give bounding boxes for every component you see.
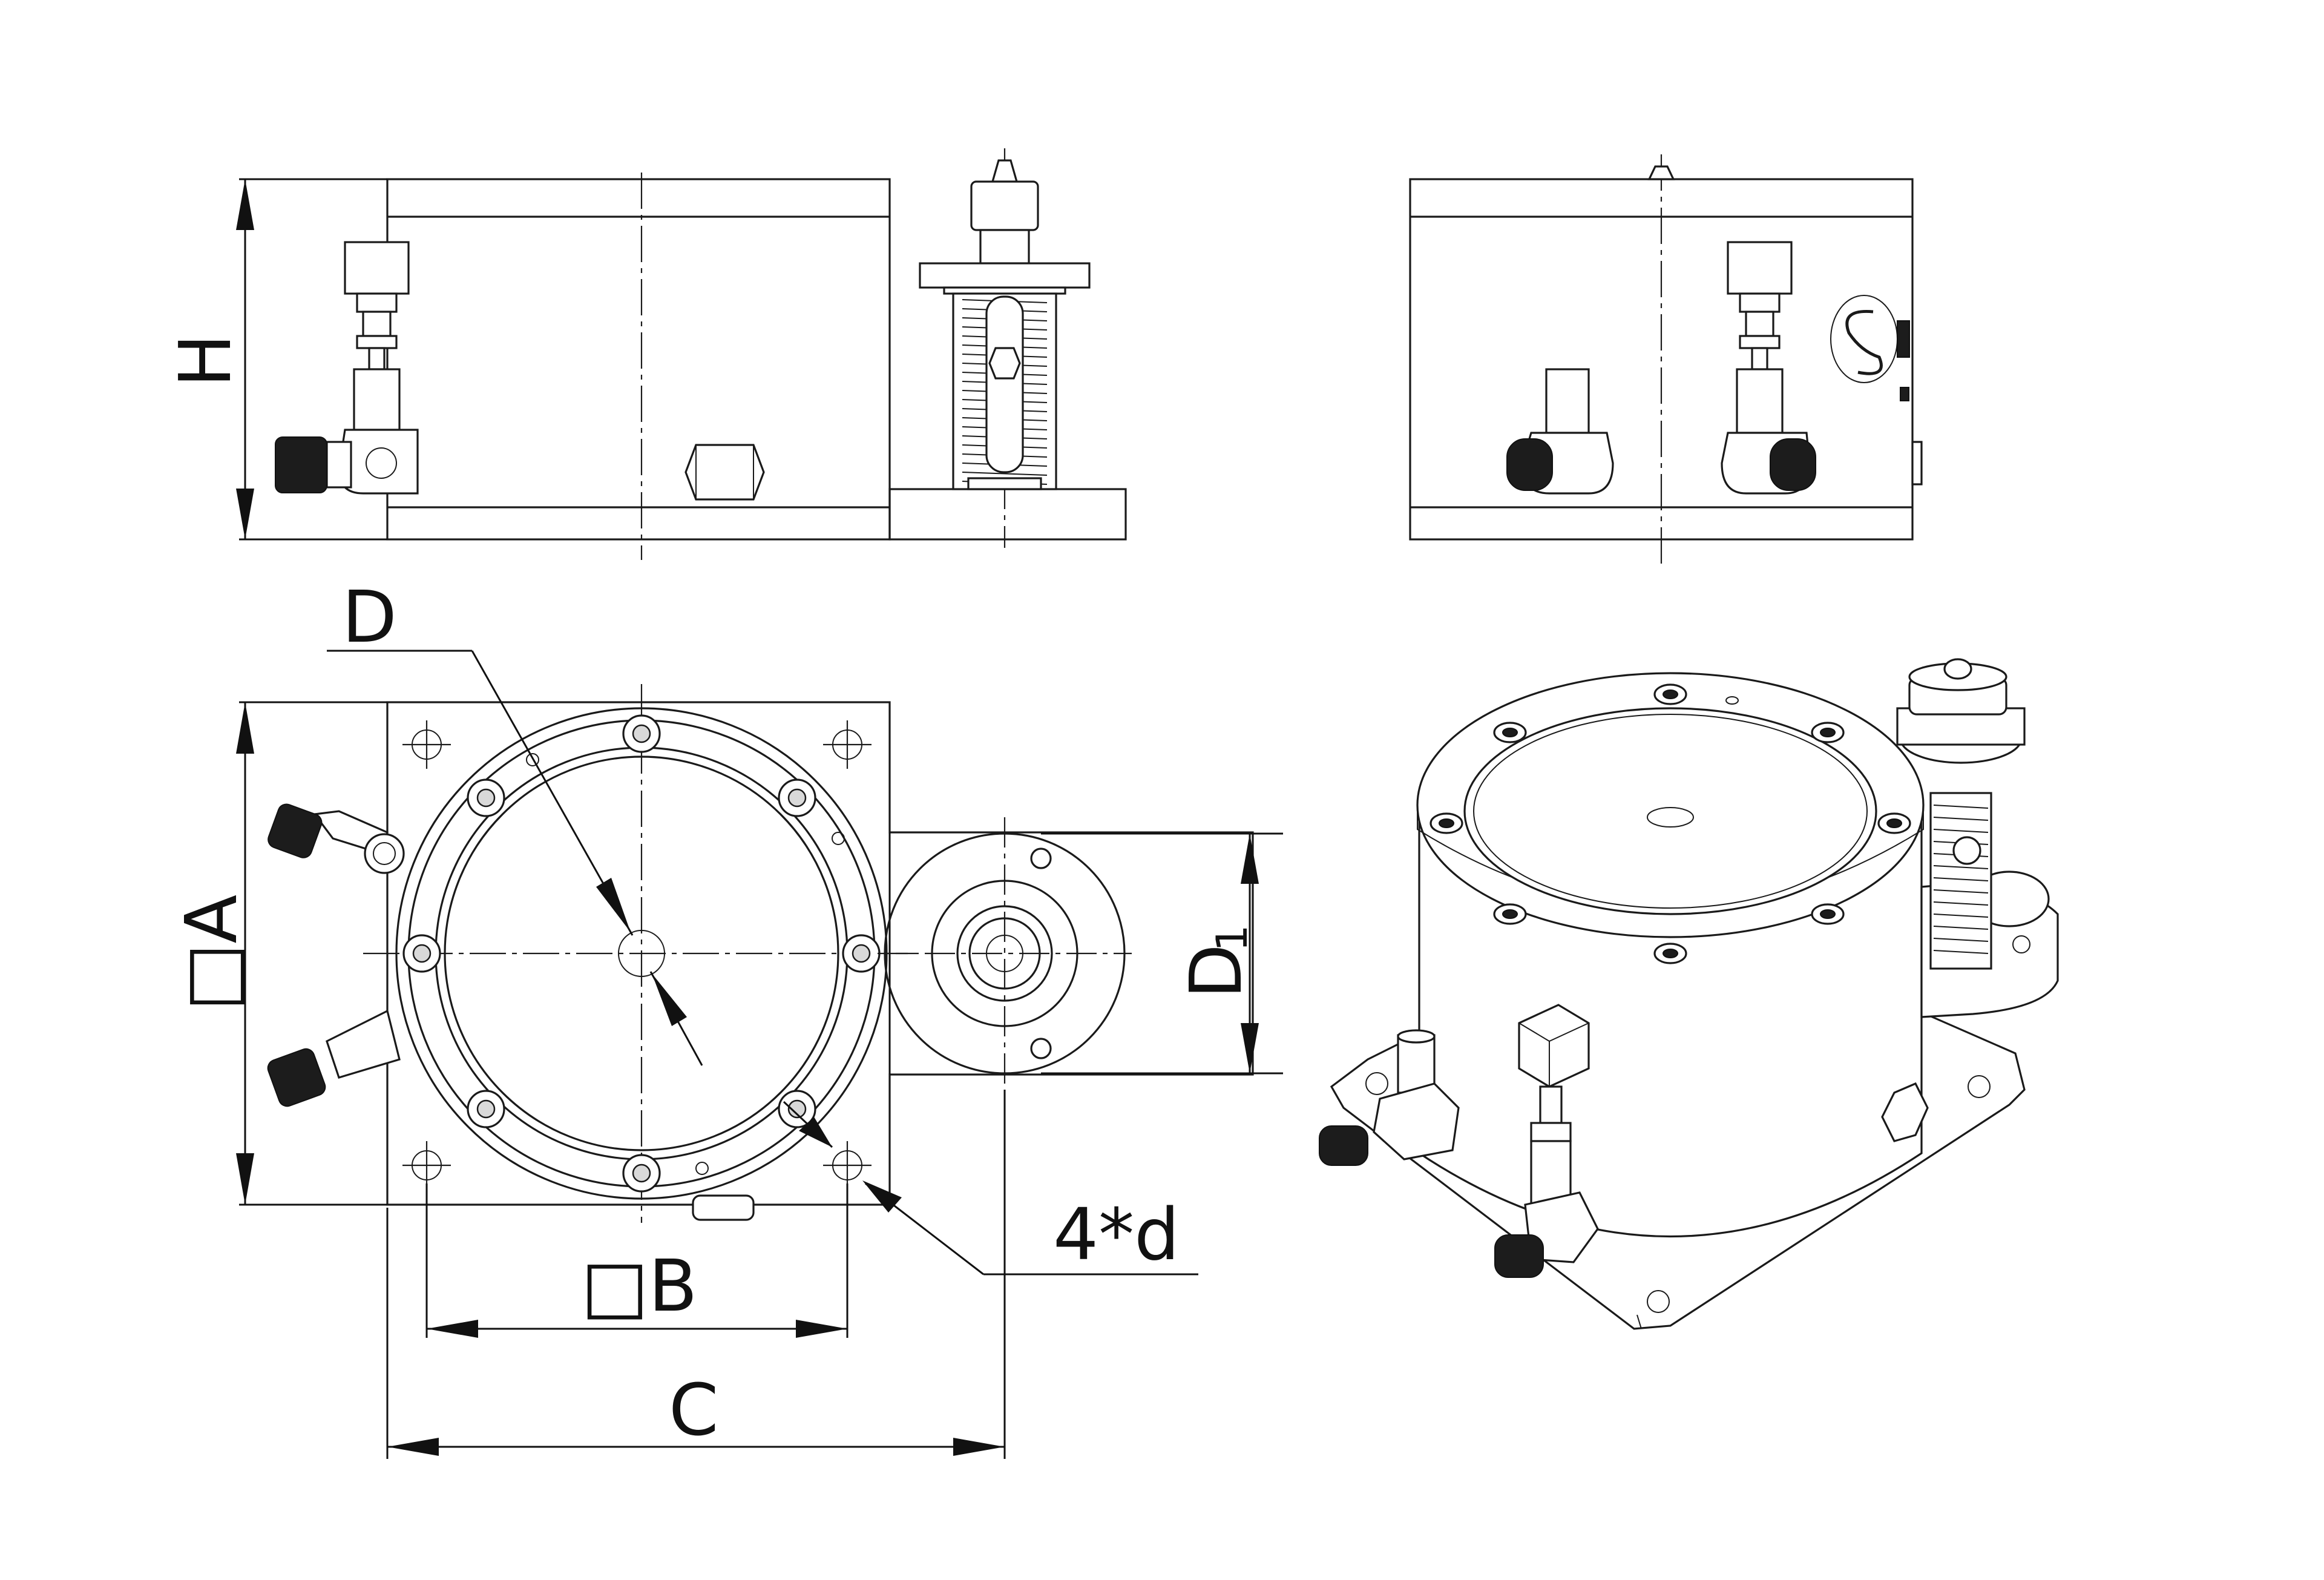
flange-bolts xyxy=(402,714,881,1193)
dimension-a: □A xyxy=(169,701,387,1206)
dimension-holes: 4*d xyxy=(783,1101,1198,1276)
side-view xyxy=(1409,154,1923,566)
base-plate-outline xyxy=(386,701,1254,1206)
spring-device xyxy=(919,148,1091,548)
front-view xyxy=(275,148,1127,560)
label-holes: 4*d xyxy=(1053,1193,1180,1276)
dimension-c: C xyxy=(386,1090,1006,1459)
label-d1-sub: 1 xyxy=(1207,924,1257,952)
side-fitting-left xyxy=(1506,368,1614,495)
dimension-h: H xyxy=(163,178,387,541)
label-d: D xyxy=(342,575,397,659)
isometric-view xyxy=(1319,658,2059,1330)
top-fittings xyxy=(267,803,405,1107)
corner-holes xyxy=(402,720,872,1190)
iso-fitting-left xyxy=(1319,1029,1460,1166)
front-fitting xyxy=(275,241,419,495)
spring-device-top xyxy=(878,817,1132,1090)
label-c: C xyxy=(669,1368,718,1452)
dimension-d1: D 1 xyxy=(1041,832,1283,1075)
label-h: H xyxy=(163,334,247,387)
drain-knob xyxy=(692,1194,755,1221)
iso-drain-plug xyxy=(1881,1082,1929,1142)
label-d1: D xyxy=(1174,944,1258,999)
iso-flange-bolts xyxy=(1430,683,1911,964)
drain-plug xyxy=(684,444,765,501)
logo-icon xyxy=(1830,295,1910,401)
dimension-b: □B xyxy=(425,1183,849,1338)
iso-fitting-right xyxy=(1494,1004,1599,1278)
front-base-extension xyxy=(888,488,1127,541)
label-a: □A xyxy=(169,895,253,1011)
dimension-d: D xyxy=(327,575,703,1066)
side-fitting-right xyxy=(1721,241,1816,495)
iso-spring-device xyxy=(1896,658,2059,1018)
label-b: □B xyxy=(581,1244,697,1328)
front-body xyxy=(386,178,891,541)
top-view xyxy=(267,684,1254,1223)
